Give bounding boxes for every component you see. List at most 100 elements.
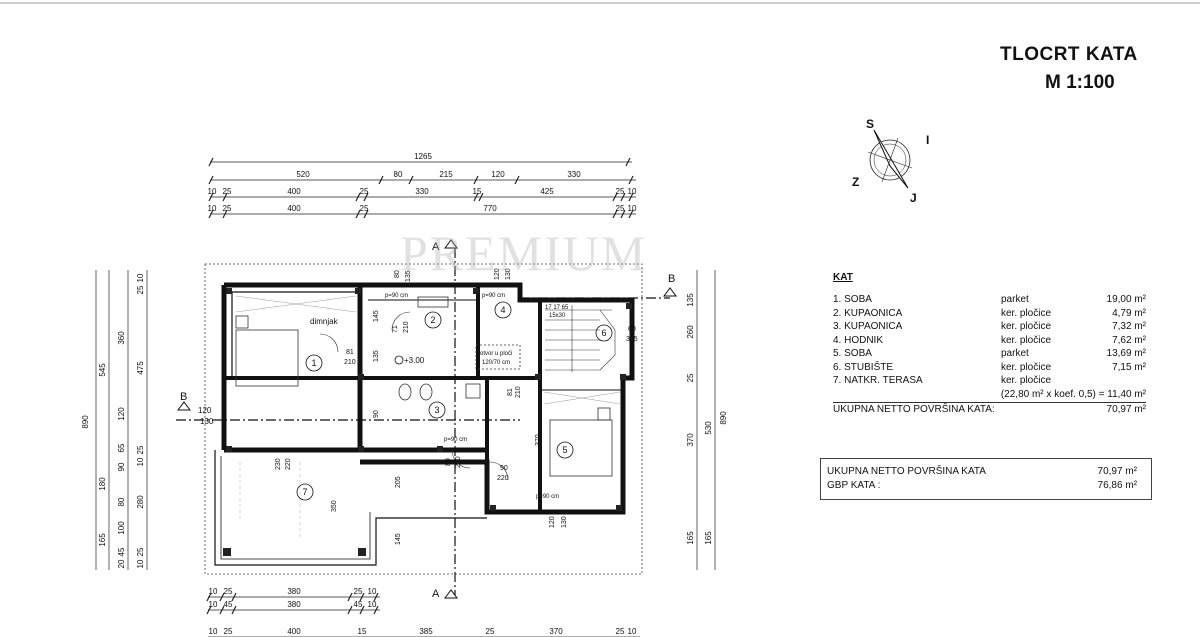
dim-top: 25 [223, 204, 232, 213]
level-label: +3.00 [404, 356, 425, 365]
compass-j: J [910, 191, 917, 205]
dim-top: 520 [296, 170, 310, 179]
room-area: 7,62 m² [1112, 334, 1146, 346]
dim-terrace: 145 [395, 533, 402, 545]
dim-terrace: 220 [285, 458, 292, 470]
room-finish: parket [1001, 348, 1029, 359]
dim-door: 90 [500, 465, 508, 472]
dim-left: 65 [117, 443, 126, 452]
room-number-5: 5 [562, 445, 567, 455]
compass-letters: S I J Z [852, 117, 929, 205]
dim-bottom: 10 [368, 587, 377, 596]
dim-window: 135 [405, 270, 412, 282]
columns [223, 288, 632, 556]
room-numbers: 1 2 3 4 5 6 7 [296, 301, 613, 501]
dim-bottom: 25 [224, 627, 233, 636]
dim-right: 135 [686, 293, 695, 307]
room-area: 19,00 m² [1106, 294, 1146, 305]
right-dim-labels: 135 260 25 370 165 530 165 890 [686, 293, 728, 545]
dim-left: 280 [136, 495, 145, 509]
right-dimensions [696, 270, 716, 570]
dim-left: 10 [136, 559, 145, 568]
dim-door: 81 [346, 349, 354, 356]
room-name: 3. KUPAONICA [833, 321, 903, 332]
dim-bottom: 370 [549, 627, 563, 636]
room-number-4: 4 [500, 305, 505, 315]
dim-left: 10 [136, 457, 145, 466]
room-number-1: 1 [311, 358, 316, 368]
dim-window: 305 [626, 336, 638, 343]
compass-s: S [866, 117, 874, 131]
chimney-label: dimnjak [310, 317, 339, 326]
dim-top: 400 [287, 187, 301, 196]
room-area: 4,79 m² [1112, 307, 1146, 319]
walls [214, 282, 635, 566]
dim-room: 370 [535, 434, 542, 446]
dim-window: 120 [549, 516, 556, 528]
compass-z: Z [852, 175, 859, 189]
room-name: 1. SOBA [833, 294, 872, 305]
dim-right: 165 [686, 531, 695, 545]
dim-top: 10 [208, 204, 217, 213]
door-width-label: p=90 cm [482, 293, 505, 299]
plan-title: TLOCRT KATA [1000, 44, 1138, 65]
dim-door: 71 [392, 325, 399, 333]
dim-top: 25 [360, 204, 369, 213]
room-area: 7,15 m² [1112, 361, 1146, 373]
dim-left: 25 [136, 547, 145, 556]
section-b-label-right: B [668, 273, 675, 285]
dim-top: 120 [491, 170, 505, 179]
dim-bottom: 10 [209, 627, 218, 636]
terrace-calculation: (22,80 m² x koef. 0,5) = 11,40 m² [1000, 388, 1146, 400]
dim-window: 80 [394, 270, 401, 278]
dim-door: 135 [373, 350, 380, 362]
dim-top: 15 [473, 187, 482, 196]
dim-top: 330 [567, 170, 581, 179]
dim-left: 90 [117, 462, 126, 471]
dim-bottom: 10 [209, 587, 218, 596]
opening-label-2: 120/70 cm [482, 360, 510, 366]
dim-bottom: 10 [368, 600, 377, 609]
room-number-2: 2 [430, 315, 435, 325]
dim-top: 425 [540, 187, 554, 196]
room-name: 6. STUBIŠTE [833, 361, 894, 373]
dim-door: 210 [515, 386, 522, 398]
dim-bottom: 385 [419, 627, 433, 636]
dim-bottom: 25 [224, 587, 233, 596]
dim-bottom: 25 [486, 627, 495, 636]
room-number-7: 7 [302, 487, 307, 497]
summary-gbp-value: 76,86 m² [1097, 479, 1137, 491]
dim-right: 370 [686, 433, 695, 447]
compass-icon [867, 129, 913, 189]
dim-left: 545 [98, 363, 107, 377]
dim-door: 81 [507, 388, 514, 396]
bottom-dimensions [206, 592, 640, 637]
dim-top: 25 [616, 204, 625, 213]
dim-top: 770 [483, 204, 497, 213]
dim-bottom: 10 [209, 600, 218, 609]
dim-top: 330 [415, 187, 429, 196]
dim-top-total: 1265 [414, 152, 432, 161]
dim-left: 100 [117, 521, 126, 535]
room-schedule-header: KAT [833, 272, 853, 283]
dim-left: 120 [117, 407, 126, 421]
dim-bottom: 15 [358, 627, 367, 636]
dim-left-total: 890 [81, 415, 90, 429]
net-area-row: UKUPNA NETTO POVRŠINA KATA:70,97 m² [833, 403, 1153, 417]
dim-door: 220 [497, 475, 509, 482]
dim-right: 260 [686, 325, 695, 339]
dim-terrace: 205 [395, 476, 402, 488]
top-dim-labels: 1265 520 80 215 120 330 10 25 400 25 330… [208, 152, 637, 213]
room-name: 2. KUPAONICA [833, 307, 903, 319]
door-width-label: p=90 cm [444, 437, 467, 443]
section-a-label-top: A [432, 241, 440, 253]
dim-top: 10 [628, 204, 637, 213]
